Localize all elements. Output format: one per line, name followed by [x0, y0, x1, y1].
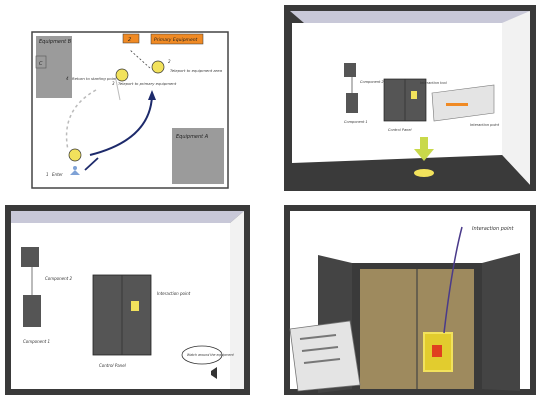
- cabinet-door-right: [482, 253, 520, 391]
- component-2-box: [21, 247, 39, 267]
- primary-equipment-label: Primary Equipment: [154, 37, 198, 43]
- step-1-label: Enter: [52, 172, 63, 177]
- equipment-a-label: Equipment A: [176, 134, 209, 140]
- teleport-arrow-stem: [420, 137, 428, 149]
- component-1-box: [23, 295, 41, 327]
- room-3d-drawing: Component 2 Component 1 Control Panel In…: [284, 5, 536, 191]
- ceiling: [290, 11, 530, 23]
- node-primary: [152, 61, 164, 73]
- room-3d-panel: Component 2 Component 1 Control Panel In…: [284, 5, 536, 191]
- marker-c-label: C: [39, 61, 43, 67]
- interaction-tool-label: Interaction tool: [420, 81, 447, 85]
- node-enter: [69, 149, 81, 161]
- node-area: [116, 69, 128, 81]
- floating-ui-panel: [290, 321, 360, 391]
- interaction-switch[interactable]: [432, 345, 442, 357]
- component-1-label: Component 1: [344, 120, 368, 124]
- floating-ui-highlight: [446, 103, 468, 106]
- side-wall: [502, 11, 530, 185]
- floor-plan-panel: Equipment B C Equipment A 2 Primary Equi…: [30, 30, 230, 190]
- front-view-panel: Component 2 Component 1 Control Panel In…: [5, 205, 250, 395]
- control-panel-label: Control Panel: [388, 128, 411, 132]
- front-view-drawing: Component 2 Component 1 Control Panel In…: [5, 205, 250, 395]
- interaction-point-label: Interaction point: [157, 291, 191, 296]
- interaction-point-marker: [411, 91, 417, 99]
- control-panel-label: Control Panel: [99, 363, 127, 368]
- component-1-label: Component 1: [23, 339, 50, 344]
- step-3-label: Teleport to primary equipment: [118, 81, 177, 86]
- component-2-label: Component 2: [45, 276, 72, 281]
- component-1-box: [346, 93, 358, 113]
- floor-plan-drawing: Equipment B C Equipment A 2 Primary Equi…: [30, 30, 230, 190]
- cabinet-closeup-drawing: Interaction point: [284, 205, 536, 395]
- component-2-label: Component 2: [360, 80, 384, 84]
- interaction-point-label: Interaction point: [470, 123, 500, 127]
- interaction-point-label: Interaction point: [472, 226, 515, 232]
- audio-bubble-text: Watch around the equipment: [187, 353, 235, 357]
- user-marker: [73, 166, 77, 170]
- side-wall: [230, 211, 244, 389]
- equipment-b-label: Equipment B: [39, 39, 72, 45]
- component-2-box: [344, 63, 356, 77]
- cabinet-closeup-panel: Interaction point: [284, 205, 536, 395]
- badge-2-label: 2: [128, 37, 131, 43]
- teleport-target: [414, 169, 434, 177]
- ceiling: [11, 211, 244, 223]
- step-4-label: Return to starting point: [72, 76, 117, 81]
- step-1-number: 1: [46, 172, 49, 177]
- interaction-point-marker: [131, 301, 139, 311]
- equipment-b-area: [36, 36, 72, 98]
- step-2-label: Teleport to equipment area: [170, 68, 223, 73]
